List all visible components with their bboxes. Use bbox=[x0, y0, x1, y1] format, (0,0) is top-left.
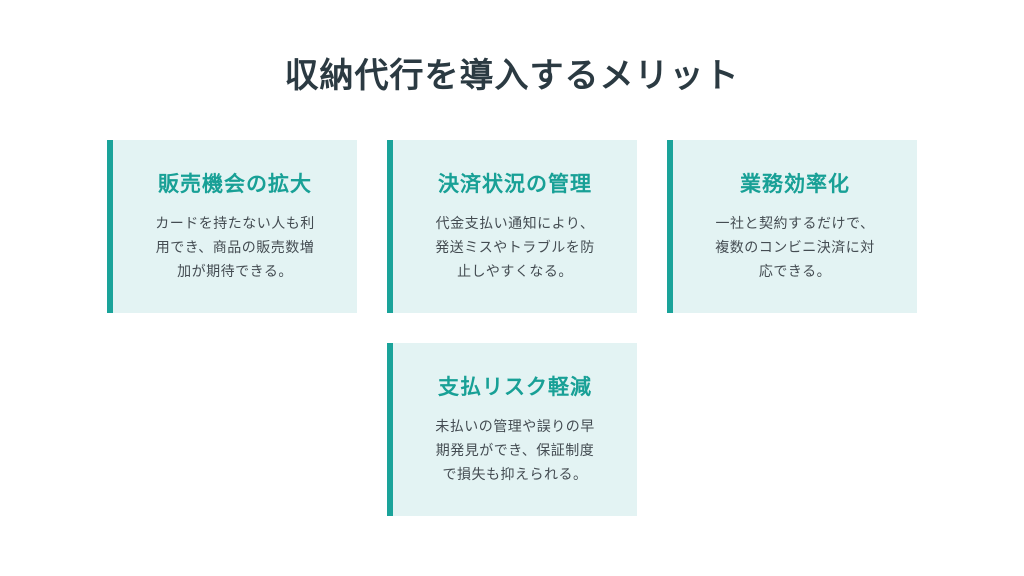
benefit-card-sales: 販売機会の拡大 カードを持たない人も利 用でき、商品の販売数増 加が期待できる。 bbox=[107, 140, 357, 313]
card-text-line: 応できる。 bbox=[758, 264, 832, 280]
card-text-line: 複数のコンビニ決済に対 bbox=[715, 240, 875, 256]
card-description: 一社と契約するだけで、 複数のコンビニ決済に対 応できる。 bbox=[700, 212, 890, 284]
card-description: カードを持たない人も利 用でき、商品の販売数増 加が期待できる。 bbox=[140, 212, 330, 284]
card-title: 業務効率化 bbox=[740, 172, 850, 196]
card-text-line: 代金支払い通知により、 bbox=[435, 216, 595, 232]
card-description: 未払いの管理や誤りの早 期発見ができ、保証制度 で損失も抑えられる。 bbox=[420, 415, 610, 487]
card-description: 代金支払い通知により、 発送ミスやトラブルを防 止しやすくなる。 bbox=[420, 212, 610, 284]
benefit-card-risk: 支払リスク軽減 未払いの管理や誤りの早 期発見ができ、保証制度 で損失も抑えられ… bbox=[387, 343, 637, 516]
benefit-card-payment-status: 決済状況の管理 代金支払い通知により、 発送ミスやトラブルを防 止しやすくなる。 bbox=[387, 140, 637, 313]
page-title: 収納代行を導入するメリット bbox=[284, 56, 740, 96]
card-text-line: 未払いの管理や誤りの早 bbox=[435, 419, 595, 435]
card-text-line: 止しやすくなる。 bbox=[457, 264, 573, 280]
card-text-line: 一社と契約するだけで、 bbox=[715, 216, 875, 232]
card-title: 支払リスク軽減 bbox=[438, 375, 592, 399]
card-text-line: 加が期待できる。 bbox=[177, 264, 293, 280]
card-text-line: で損失も抑えられる。 bbox=[442, 467, 588, 483]
card-title: 販売機会の拡大 bbox=[158, 172, 312, 196]
card-text-line: 期発見ができ、保証制度 bbox=[435, 443, 595, 459]
card-text-line: 発送ミスやトラブルを防 bbox=[435, 240, 595, 256]
card-text-line: 用でき、商品の販売数増 bbox=[155, 240, 315, 256]
card-text-line: カードを持たない人も利 bbox=[155, 216, 315, 232]
benefit-card-efficiency: 業務効率化 一社と契約するだけで、 複数のコンビニ決済に対 応できる。 bbox=[667, 140, 917, 313]
card-title: 決済状況の管理 bbox=[438, 172, 592, 196]
